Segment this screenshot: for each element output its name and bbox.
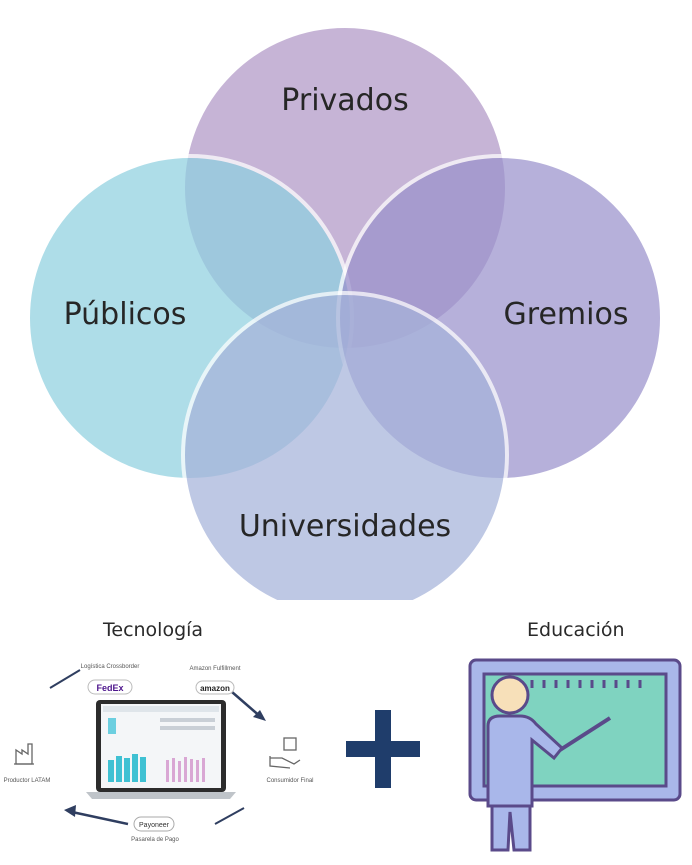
amazon-logo-badge [195, 680, 235, 695]
fedex-logo-badge [87, 679, 133, 695]
circle-universidades [181, 291, 509, 600]
label-gremios: Gremios [504, 297, 629, 332]
label-privados: Privados [281, 83, 408, 118]
plus-horizontal-bar [346, 741, 420, 757]
fedex-logo: FedEx [96, 683, 123, 693]
stakeholder-venn-diagram: Privados Públicos Gremios Universidades [26, 24, 664, 600]
arrowhead-icon [64, 805, 76, 817]
label-universidades: Universidades [239, 509, 451, 544]
bottom-illustrations: Logística Crossborder FedEx Amazon Fulfi… [4, 658, 682, 852]
node-pasarela-label: Pasarela de Pago [131, 837, 179, 843]
arrowhead-icon [253, 710, 266, 721]
label-publicos: Públicos [64, 297, 187, 332]
teacher-body [486, 714, 565, 808]
connector-line [214, 807, 245, 825]
teacher-legs [490, 804, 532, 852]
connector-arrow [71, 810, 129, 826]
factory-icon [14, 743, 34, 765]
laptop-dashboard-icon [86, 700, 236, 799]
payoneer-logo: Payoneer [139, 822, 170, 829]
teacher-board-icon [468, 658, 682, 852]
node-productor-label: Productor LATAM [4, 778, 51, 784]
node-consumidor-label: Consumidor Final [266, 778, 313, 784]
plus-icon [346, 710, 420, 788]
payoneer-logo-badge [133, 816, 175, 832]
tecnologia-title: Tecnología [103, 619, 204, 641]
teacher-head [490, 675, 530, 715]
educacion-title: Educación [527, 619, 625, 641]
node-amazon-label: Amazon Fulfillment [189, 666, 240, 672]
amazon-logo: amazon [200, 684, 230, 693]
node-logistica-label: Logística Crossborder [81, 664, 140, 670]
consumer-hand-box-icon [269, 737, 301, 769]
tecnologia-ecosystem: Logística Crossborder FedEx Amazon Fulfi… [4, 664, 314, 843]
pointer-stick [558, 716, 612, 752]
connector-line [49, 669, 81, 689]
